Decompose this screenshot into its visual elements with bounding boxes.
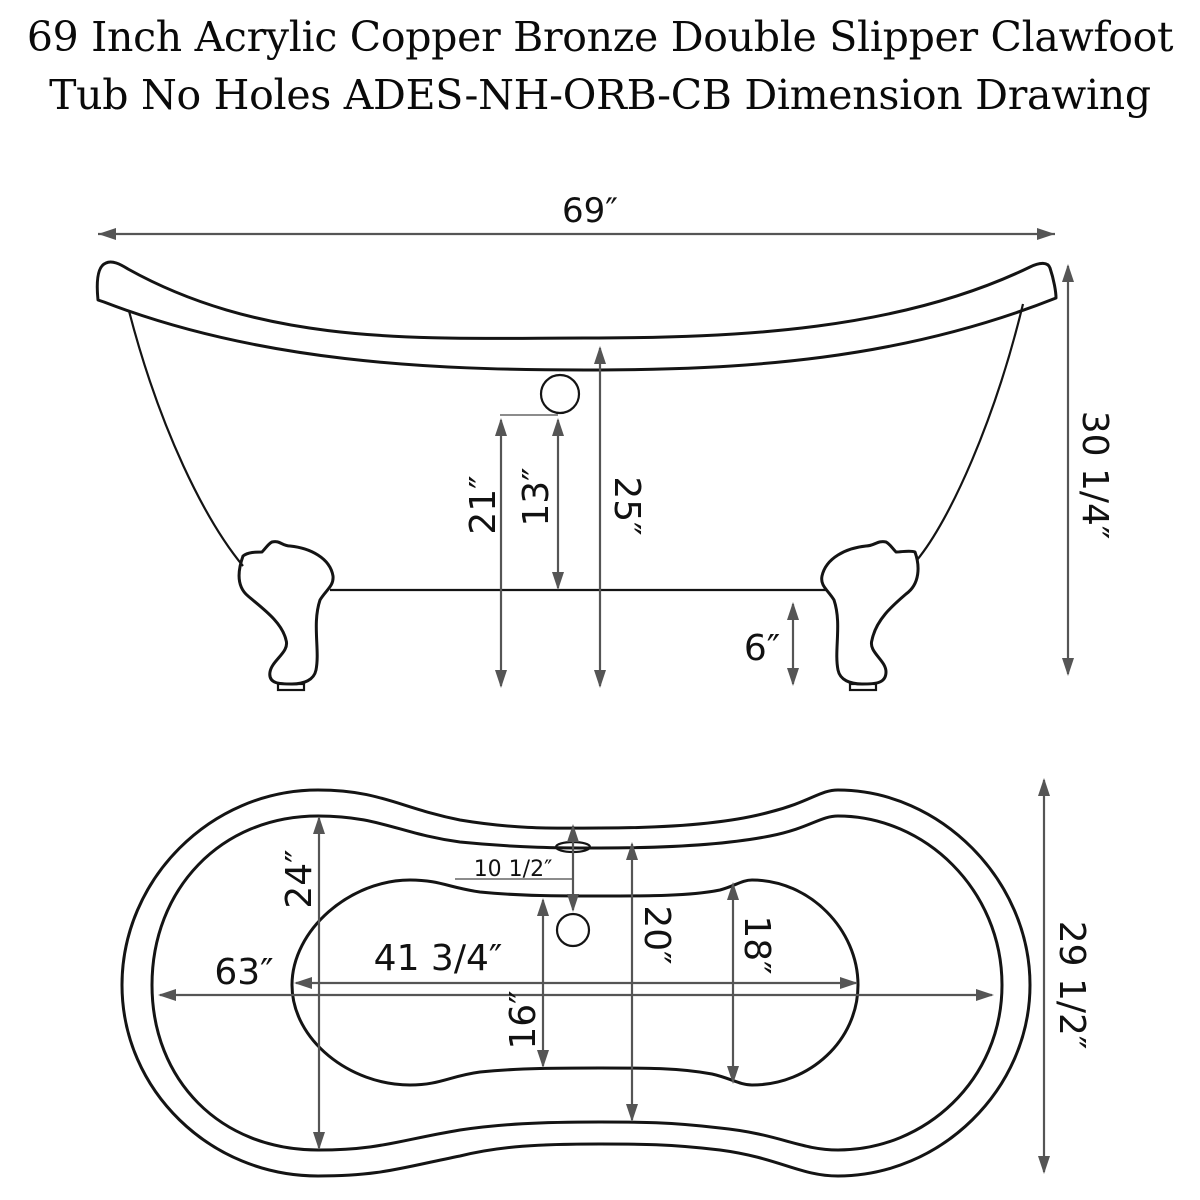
bottom-length-label: 41 3/4″ <box>374 938 503 979</box>
interior-width-center-label: 20″ <box>636 905 677 964</box>
arrow-down-icon <box>567 894 579 912</box>
arrow-up-icon <box>787 602 799 620</box>
top-view: 10 1/2″ 63″ 41 3/4″ 24″ 16″ 20″ 18″ <box>120 778 1092 1178</box>
arrow-right-icon <box>840 977 858 989</box>
side-view: 69″ 21″ 13″ 25″ <box>95 191 1115 692</box>
dim-13-label: 13″ <box>516 467 557 526</box>
arrow-up-icon <box>567 824 579 842</box>
tub-body-right <box>916 303 1025 561</box>
interior-length-label: 63″ <box>214 952 273 993</box>
arrow-up-icon <box>727 882 739 900</box>
arrow-down-icon <box>787 668 799 686</box>
height-label: 30 1/4″ <box>1074 411 1115 540</box>
arrow-down-icon <box>594 670 606 688</box>
arrow-right-icon <box>1037 228 1055 240</box>
tub-inner-rim <box>150 814 1004 1152</box>
arrow-down-icon <box>626 1104 638 1122</box>
title-line-2: Tub No Holes ADES-NH-ORB-CB Dimension Dr… <box>49 71 1151 119</box>
arrow-down-icon <box>495 670 507 688</box>
arrow-left-icon <box>294 977 312 989</box>
arrow-down-icon <box>1062 658 1074 676</box>
dim-25-label: 25″ <box>606 476 647 535</box>
overall-width-label: 29 1/2″ <box>1051 921 1092 1050</box>
claw-foot-right-pad <box>848 682 878 692</box>
arrow-left-icon <box>98 228 116 240</box>
arrow-up-icon <box>313 816 325 834</box>
claw-foot-left-pad <box>276 682 306 692</box>
arrow-left-icon <box>158 989 176 1001</box>
arrow-down-icon <box>537 1050 549 1068</box>
arrow-down-icon <box>1038 1156 1050 1174</box>
drain-hole-circle <box>555 912 591 948</box>
claw-foot-left <box>237 540 335 686</box>
arrow-down-icon <box>313 1132 325 1150</box>
bottom-width-center-label: 16″ <box>503 990 544 1049</box>
tub-body-left <box>127 310 244 567</box>
arrow-up-icon <box>495 418 507 436</box>
arrow-up-icon <box>626 842 638 860</box>
arrow-up-icon <box>1038 778 1050 796</box>
tub-outer-rim <box>120 788 1032 1178</box>
drain-offset-label: 10 1/2″ <box>474 857 553 882</box>
bottom-width-end-label: 18″ <box>736 915 777 974</box>
drawing-title: 69 Inch Acrylic Copper Bronze Double Sli… <box>0 8 1200 124</box>
arrow-down-icon <box>727 1066 739 1084</box>
arrow-down-icon <box>552 572 564 590</box>
length-label: 69″ <box>562 191 618 231</box>
overflow-hole-circle <box>539 373 581 415</box>
tub-basin-bottom <box>290 878 860 1087</box>
arrow-up-icon <box>1062 264 1074 282</box>
interior-width-end-label: 24″ <box>279 849 320 908</box>
title-line-1: 69 Inch Acrylic Copper Bronze Double Sli… <box>26 13 1174 61</box>
arrow-up-icon <box>552 418 564 436</box>
dim-6-label: 6″ <box>744 628 780 669</box>
claw-foot-right <box>820 540 920 686</box>
arrow-up-icon <box>594 346 606 364</box>
arrow-right-icon <box>976 989 994 1001</box>
tub-rim <box>95 260 1058 372</box>
dim-21-label: 21″ <box>463 475 504 534</box>
arrow-up-icon <box>537 898 549 916</box>
